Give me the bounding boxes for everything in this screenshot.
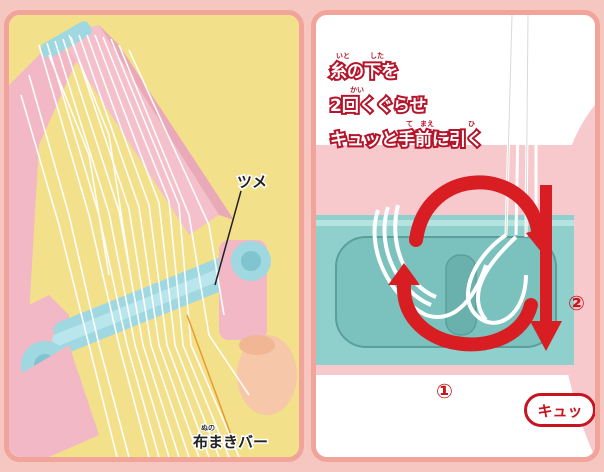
tsume-leader-line [214, 190, 242, 286]
knot-diagram [316, 15, 595, 457]
step-2-label: ② [568, 291, 585, 315]
instruction-ruby-hi: ひ [467, 119, 476, 129]
loom-photo-panel: ツメ ぬの 布まきバー [4, 10, 304, 462]
kyu-bubble-text: キュッ [537, 401, 583, 420]
loom-photo [9, 15, 299, 457]
instruction-ruby-ito: いと [335, 51, 351, 61]
instruction-ruby-te: て [405, 119, 414, 129]
instruction-ruby-mae: まえ [419, 119, 435, 129]
instruction-line-3: キュッと手前に引く [328, 128, 485, 152]
nunomaki-leader-line [186, 314, 232, 436]
step-1-label: ① [436, 379, 453, 403]
tsume-label: ツメ [235, 172, 268, 193]
kyu-speech-bubble: キュッ [524, 393, 595, 427]
knot-diagram-panel: いと した 糸の下を かい 2回くぐらせ て まえ ひ キュッと手前に引く ① … [311, 10, 600, 462]
nunomaki-label: 布まきバー [191, 432, 269, 453]
nunomaki-ruby: ぬの [200, 423, 216, 433]
instruction-line-1: 糸の下を [328, 60, 400, 84]
instruction-line-2: 2回くぐらせ [328, 94, 428, 118]
instruction-ruby-kai: かい [349, 85, 365, 95]
instruction-ruby-shita: した [369, 51, 385, 61]
